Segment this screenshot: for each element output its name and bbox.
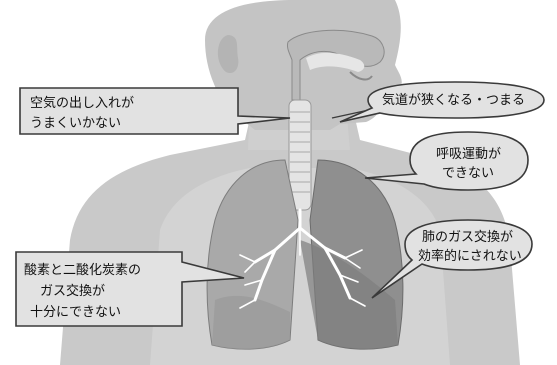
airway [287,29,385,211]
breathing-motion-line1: 呼吸運動が [436,147,501,162]
gas-exchange-line2: ガス交換が [40,283,105,299]
lungs [206,159,404,350]
callout-lung-exchange: 肺のガス交換が 効率的にされない [371,219,533,299]
air-flow-line2: うまくいかない [30,116,121,131]
airway-line1: 気道が狭くなる・つまる [382,92,525,108]
breathing-motion-line2: できない [442,166,494,181]
lung-exchange-line2: 効率的にされない [418,248,522,264]
lung-exchange-line1: 肺のガス交換が [422,229,513,245]
gas-exchange-line1: 酸素と二酸化炭素の [24,263,141,278]
callout-airway: 気道が狭くなる・つまる [331,81,545,123]
gas-exchange-line3: 十分にできない [30,305,121,320]
callout-gas-exchange: 酸素と二酸化炭素の ガス交換が 十分にできない [15,251,245,327]
callout-breathing-motion: 呼吸運動が できない [364,131,529,191]
callout-air-flow: 空気の出し入れが うまくいかない [19,87,291,135]
air-flow-line1: 空気の出し入れが [30,95,134,111]
